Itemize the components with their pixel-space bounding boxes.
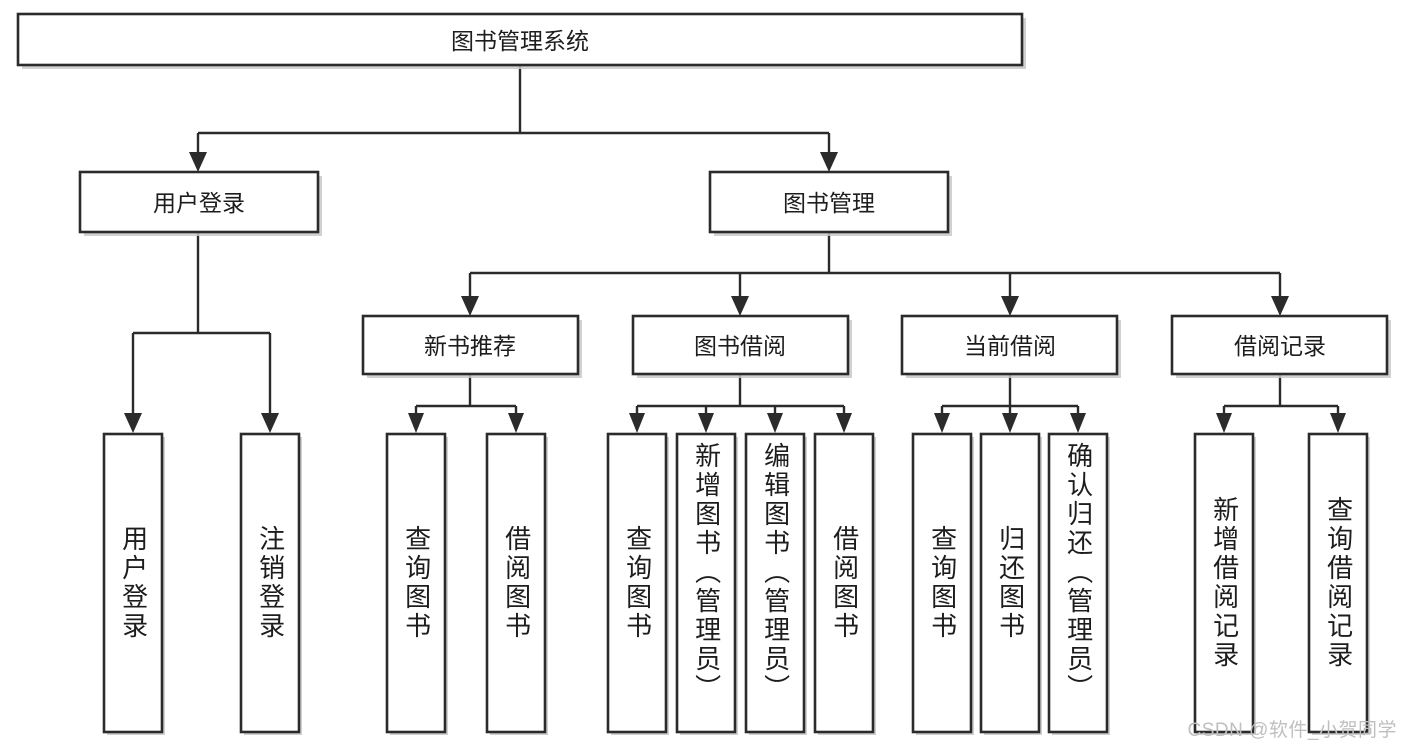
leaf-node-book-borrow-1[interactable]	[606, 432, 669, 735]
leaf-book-borrow-1-rect	[606, 432, 668, 734]
node-book-borrow-rect	[631, 314, 850, 376]
leaf-borrow-record-1-rect	[1193, 432, 1255, 734]
arrow-userlogin-leaf-2	[261, 413, 279, 433]
leaf-node-borrow-record-1[interactable]	[1193, 432, 1256, 735]
node-root[interactable]: 图书管理系统	[16, 12, 1026, 69]
node-new-book-recommend-label: 新书推荐	[424, 333, 516, 359]
leaf-borrow-record-2-rect	[1307, 432, 1369, 734]
arrow-bookborrow-leaf-2	[698, 413, 714, 433]
arrow-borrowrecord-leaf-2	[1330, 413, 1346, 433]
arrow-borrowrecord-leaf-1	[1216, 413, 1232, 433]
node-book-manage-label: 图书管理	[783, 190, 875, 216]
connector-layer	[124, 65, 1346, 433]
arrow-newbook-leaf-2	[508, 413, 524, 433]
leaf-node-borrow-record-2[interactable]	[1307, 432, 1370, 735]
node-current-borrow[interactable]: 当前借阅	[900, 314, 1121, 378]
leaf-node-current-borrow-3[interactable]	[1047, 432, 1110, 735]
node-current-borrow-label: 当前借阅	[964, 333, 1056, 359]
node-user-login[interactable]: 用户登录	[78, 170, 322, 236]
node-borrow-record[interactable]: 借阅记录	[1170, 314, 1391, 378]
node-book-borrow[interactable]: 图书借阅	[631, 314, 852, 378]
leaf-node-user-login-1[interactable]	[102, 432, 165, 735]
node-new-book-recommend-rect	[361, 314, 580, 376]
leaf-node-new-book-2[interactable]	[485, 432, 548, 735]
arrow-root-to-book-manage	[820, 152, 838, 172]
node-root-rect	[16, 12, 1024, 67]
leaf-book-borrow-4-rect	[813, 432, 875, 734]
leaf-new-book-2-rect	[485, 432, 547, 734]
node-user-login-rect	[78, 170, 320, 234]
arrow-bookmanage-to-new-book	[461, 296, 479, 316]
leaf-current-borrow-1-rect	[911, 432, 973, 734]
leaf-node-book-borrow-3[interactable]	[744, 432, 807, 735]
leaf-user-login-1-rect	[102, 432, 164, 734]
leaf-book-borrow-3-rect	[744, 432, 806, 734]
leaf-node-new-book-1[interactable]	[385, 432, 448, 735]
node-current-borrow-rect	[900, 314, 1119, 376]
leaf-node-current-borrow-2[interactable]	[979, 432, 1042, 735]
leaf-node-user-login-2[interactable]	[239, 432, 302, 735]
arrow-bookborrow-leaf-1	[629, 413, 645, 433]
arrow-bookborrow-leaf-3	[767, 413, 783, 433]
node-borrow-record-label: 借阅记录	[1234, 333, 1326, 359]
node-root-label: 图书管理系统	[451, 28, 589, 54]
arrow-bookmanage-to-current-borrow	[1001, 296, 1019, 316]
leaf-current-borrow-2-rect	[979, 432, 1041, 734]
leaf-node-current-borrow-1[interactable]	[911, 432, 974, 735]
arrow-currentborrow-leaf-1	[934, 413, 950, 433]
leaf-node-book-borrow-4[interactable]	[813, 432, 876, 735]
leaf-node-book-borrow-2[interactable]	[675, 432, 738, 735]
node-new-book-recommend[interactable]: 新书推荐	[361, 314, 582, 378]
node-book-borrow-label: 图书借阅	[694, 333, 786, 359]
leaf-user-login-2-rect	[239, 432, 301, 734]
arrow-bookmanage-to-book-borrow	[731, 296, 749, 316]
node-user-login-label: 用户登录	[153, 190, 245, 216]
arrow-bookmanage-to-borrow-record	[1271, 296, 1289, 316]
leaf-book-borrow-2-rect	[675, 432, 737, 734]
arrow-root-to-user-login	[189, 152, 207, 172]
arrow-currentborrow-leaf-2	[1002, 413, 1018, 433]
leaf-current-borrow-3-rect	[1047, 432, 1109, 734]
arrow-bookborrow-leaf-4	[836, 413, 852, 433]
arrow-currentborrow-leaf-3	[1070, 413, 1086, 433]
node-borrow-record-rect	[1170, 314, 1389, 376]
node-book-manage-rect	[708, 170, 950, 234]
arrow-newbook-leaf-1	[408, 413, 424, 433]
arrow-userlogin-leaf-1	[124, 413, 142, 433]
leaf-new-book-1-rect	[385, 432, 447, 734]
node-book-manage[interactable]: 图书管理	[708, 170, 952, 236]
watermark: CSDN @软件_小贺同学	[1187, 720, 1397, 741]
